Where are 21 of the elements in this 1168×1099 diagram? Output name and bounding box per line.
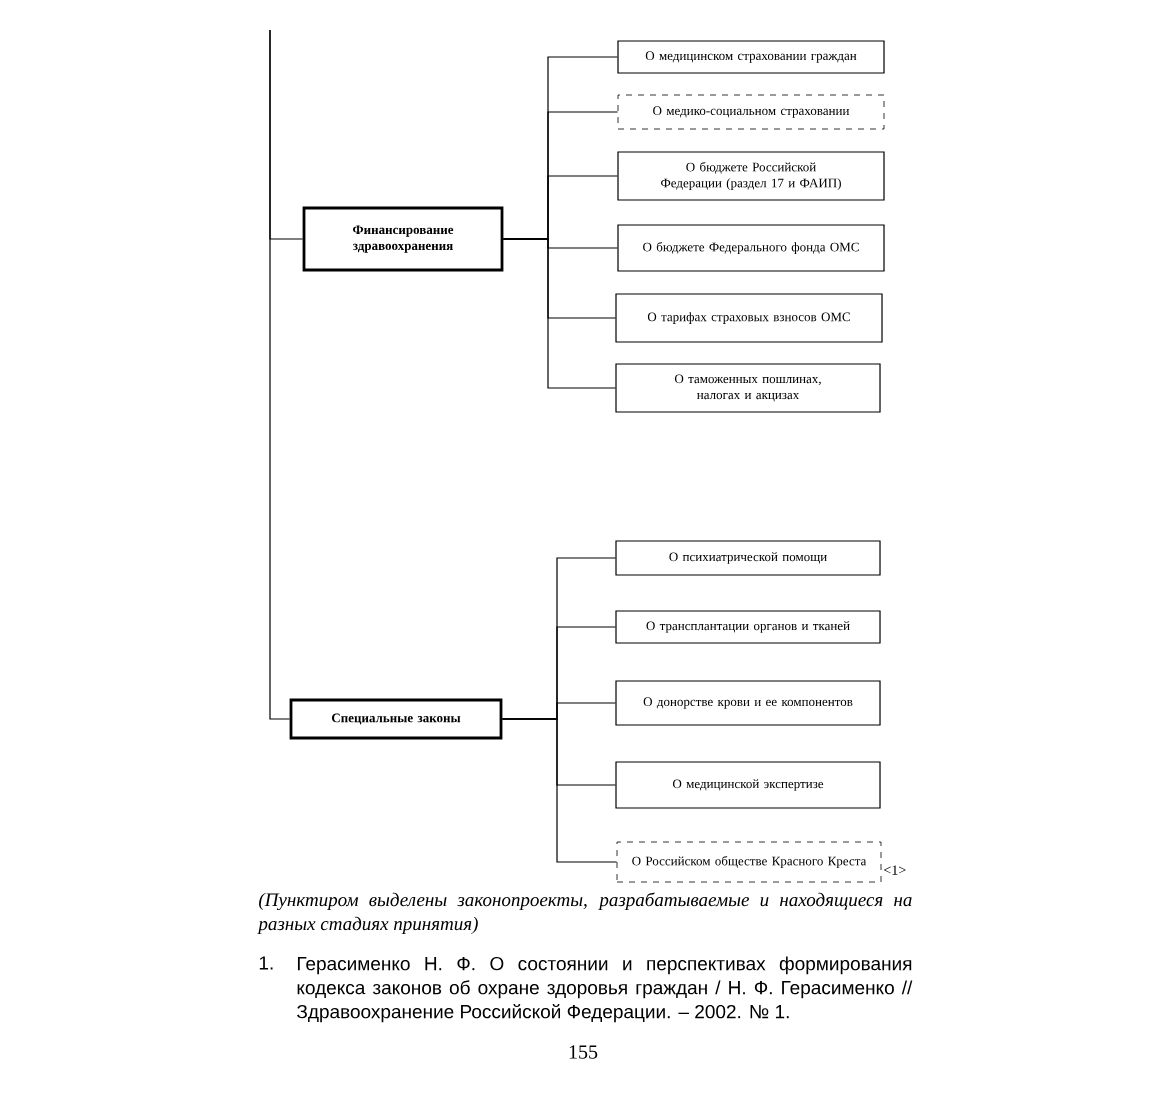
law-box: О медицинской экспертизе <box>615 761 881 809</box>
connector-line <box>502 238 616 389</box>
law-box: О психиатрической помощи <box>615 540 881 576</box>
law-box: О медико-социальном страховании <box>617 94 885 130</box>
footnote-text: Герасименко Н. Ф. О состоянии и перспективах формирования кодекса законов об охране здоровья граждан / Н. Ф. Герасименко // Здравоохранение Российской Федерации. – 2002. № 1. <box>297 956 913 1023</box>
law-box: О донорстве крови и ее компонентов <box>615 680 881 726</box>
law-box: О бюджете Федерального фонда ОМС <box>617 224 885 272</box>
connector-line <box>269 29 291 720</box>
connector-line <box>501 718 618 863</box>
footnote-number: 1. <box>259 956 273 970</box>
group-box: Специальные законы <box>289 698 503 740</box>
law-box: О таможенных пошлинах, налогах и акцизах <box>615 363 881 413</box>
caption: (Пунктиром выделены законопроекты, разрабатываемые и находящиеся на разных стадиях принятия) <box>257 892 912 935</box>
law-box: О бюджете Российской Федерации (раздел 17 и ФАИП) <box>617 151 885 201</box>
group-box: Финансирование здравоохранения <box>302 206 504 272</box>
footnote-mark: <1> <box>884 865 906 875</box>
law-box: О медицинском страховании граждан <box>617 40 885 74</box>
page-number: 155 <box>569 1045 598 1059</box>
law-box: О тарифах страховых взносов ОМС <box>615 293 883 343</box>
law-box: О трансплантации органов и тканей <box>615 610 881 644</box>
law-box: О Российском обществе Красного Креста <box>616 841 882 883</box>
